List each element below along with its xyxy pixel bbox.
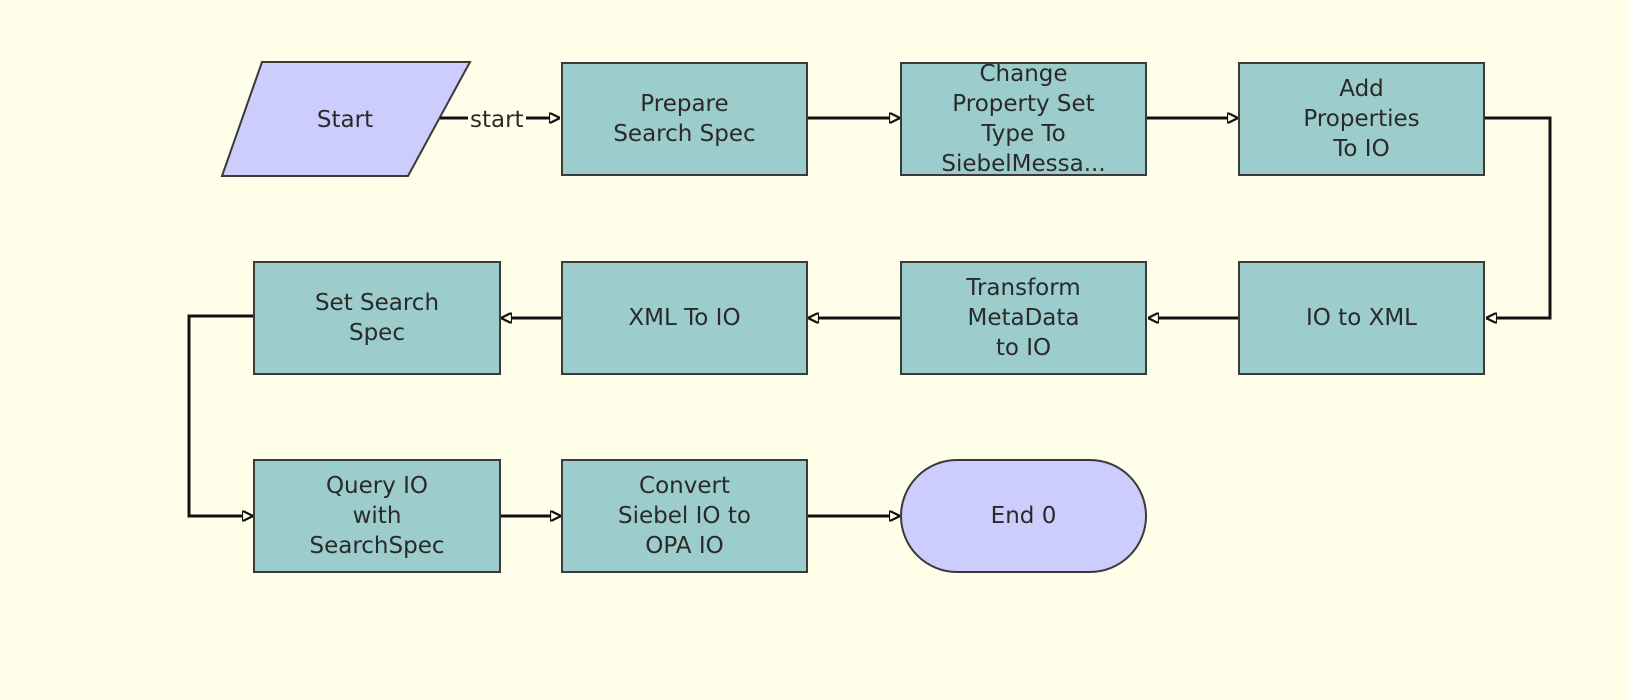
step-xml-to-io[interactable]: XML To IO xyxy=(561,261,808,375)
step-label: Transform MetaData to IO xyxy=(966,275,1081,361)
step-convert-siebel-io-to-opa-io[interactable]: Convert Siebel IO to OPA IO xyxy=(561,459,808,573)
step-add-properties-to-io[interactable]: Add Properties To IO xyxy=(1238,62,1485,176)
step-set-search-spec[interactable]: Set Search Spec xyxy=(253,261,501,375)
step-io-to-xml[interactable]: IO to XML xyxy=(1238,261,1485,375)
end-node[interactable]: End 0 xyxy=(900,459,1147,573)
start-connector-label: start xyxy=(468,104,526,136)
connector-add-to-ioxml[interactable] xyxy=(1485,116,1552,318)
step-label: Convert Siebel IO to OPA IO xyxy=(618,473,751,559)
connector-setsearch-to-query[interactable] xyxy=(187,314,253,516)
step-label: Set Search Spec xyxy=(314,290,440,346)
start-node-label: Start xyxy=(316,107,374,133)
step-transform-metadata-to-io[interactable]: Transform MetaData to IO xyxy=(900,261,1147,375)
step-label: XML To IO xyxy=(628,305,741,331)
step-label: IO to XML xyxy=(1305,305,1417,331)
step-label: Change Property Set Type To SiebelMessa.… xyxy=(941,62,1106,176)
step-query-io-with-searchspec[interactable]: Query IO with SearchSpec xyxy=(253,459,501,573)
step-prepare-search-spec[interactable]: Prepare Search Spec xyxy=(561,62,808,176)
start-parallelogram[interactable] xyxy=(220,61,472,177)
end-node-label: End 0 xyxy=(990,503,1057,529)
step-label: Add Properties To IO xyxy=(1303,76,1420,162)
step-change-property-set-type[interactable]: Change Property Set Type To SiebelMessa.… xyxy=(900,62,1147,176)
step-label: Prepare Search Spec xyxy=(613,91,756,147)
step-label: Query IO with SearchSpec xyxy=(309,473,445,559)
